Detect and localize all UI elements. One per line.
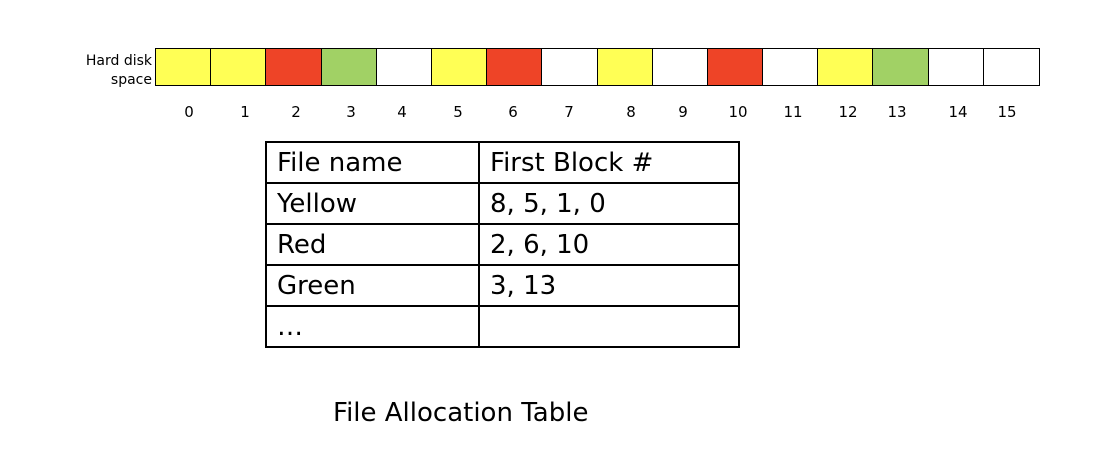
first-block-cell (478, 305, 740, 348)
disk-block-9 (652, 49, 708, 85)
header-file-name: File name (265, 141, 480, 184)
block-index-7: 7 (564, 103, 574, 121)
block-index-9: 9 (678, 103, 688, 121)
disk-label-line1: Hard disk (85, 53, 152, 69)
disk-block-2 (266, 49, 322, 85)
header-first-block: First Block # (478, 141, 740, 184)
table-row: Green 3, 13 (265, 264, 740, 307)
file-name-cell: Green (265, 264, 480, 307)
disk-block-bar (155, 48, 1040, 86)
table-row: … (265, 305, 740, 348)
file-name-cell: Red (265, 223, 480, 266)
disk-block-14 (928, 49, 984, 85)
disk-block-13 (873, 49, 929, 85)
block-index-1: 1 (240, 103, 250, 121)
file-name-cell: Yellow (265, 182, 480, 225)
disk-label-line2: space (110, 72, 152, 88)
block-index-3: 3 (346, 103, 356, 121)
block-index-8: 8 (626, 103, 636, 121)
disk-block-0 (156, 49, 212, 85)
disk-block-4 (376, 49, 432, 85)
disk-block-3 (321, 49, 377, 85)
first-block-cell: 3, 13 (478, 264, 740, 307)
table-row: Yellow 8, 5, 1, 0 (265, 182, 740, 225)
disk-block-10 (707, 49, 764, 85)
disk-block-1 (211, 49, 267, 85)
block-index-6: 6 (508, 103, 518, 121)
block-index-0: 0 (184, 103, 194, 121)
disk-block-7 (542, 49, 598, 85)
file-name-cell: … (265, 305, 480, 348)
disk-block-5 (431, 49, 488, 85)
hard-disk-space-label: Hard disk space (60, 52, 152, 90)
block-index-4: 4 (397, 103, 407, 121)
table-row: Red 2, 6, 10 (265, 223, 740, 266)
block-index-11: 11 (783, 103, 803, 121)
disk-block-8 (597, 49, 653, 85)
file-allocation-table: File name First Block # Yellow 8, 5, 1, … (265, 141, 740, 348)
disk-block-11 (763, 49, 819, 85)
block-index-12: 12 (838, 103, 858, 121)
disk-block-12 (818, 49, 874, 85)
block-index-14: 14 (948, 103, 968, 121)
disk-block-15 (983, 49, 1039, 85)
block-index-15: 15 (997, 103, 1017, 121)
diagram-caption: File Allocation Table (333, 398, 589, 428)
table-header-row: File name First Block # (265, 141, 740, 184)
disk-block-6 (487, 49, 543, 85)
first-block-cell: 8, 5, 1, 0 (478, 182, 740, 225)
block-index-5: 5 (453, 103, 463, 121)
block-index-13: 13 (887, 103, 907, 121)
block-index-10: 10 (728, 103, 748, 121)
first-block-cell: 2, 6, 10 (478, 223, 740, 266)
block-index-2: 2 (291, 103, 301, 121)
